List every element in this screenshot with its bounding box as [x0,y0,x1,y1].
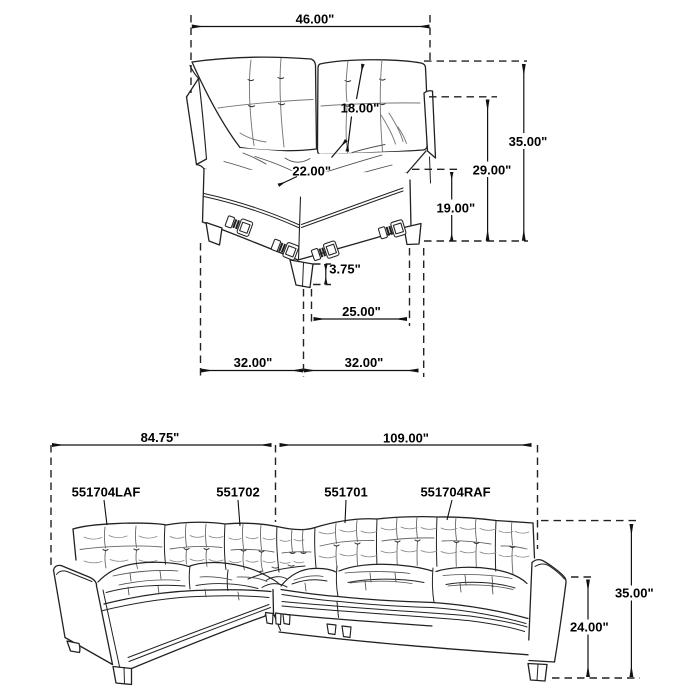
svg-text:35.00": 35.00" [615,586,654,601]
svg-text:32.00": 32.00" [345,355,384,370]
svg-text:29.00": 29.00" [473,163,512,178]
svg-text:551704LAF: 551704LAF [72,485,141,500]
svg-text:22.00": 22.00" [292,163,331,178]
svg-text:35.00": 35.00" [509,134,548,149]
svg-text:46.00": 46.00" [296,11,335,26]
svg-text:109.00": 109.00" [383,431,429,446]
svg-text:551704RAF: 551704RAF [420,485,490,500]
svg-text:3.75": 3.75" [329,262,360,277]
svg-text:551701: 551701 [324,485,367,500]
svg-text:551702: 551702 [216,485,259,500]
svg-text:25.00": 25.00" [342,304,381,319]
svg-text:24.00": 24.00" [570,620,609,635]
svg-text:18.00": 18.00" [341,101,380,116]
svg-text:19.00": 19.00" [436,200,475,215]
svg-text:32.00": 32.00" [234,355,273,370]
svg-text:84.75": 84.75" [141,430,180,445]
